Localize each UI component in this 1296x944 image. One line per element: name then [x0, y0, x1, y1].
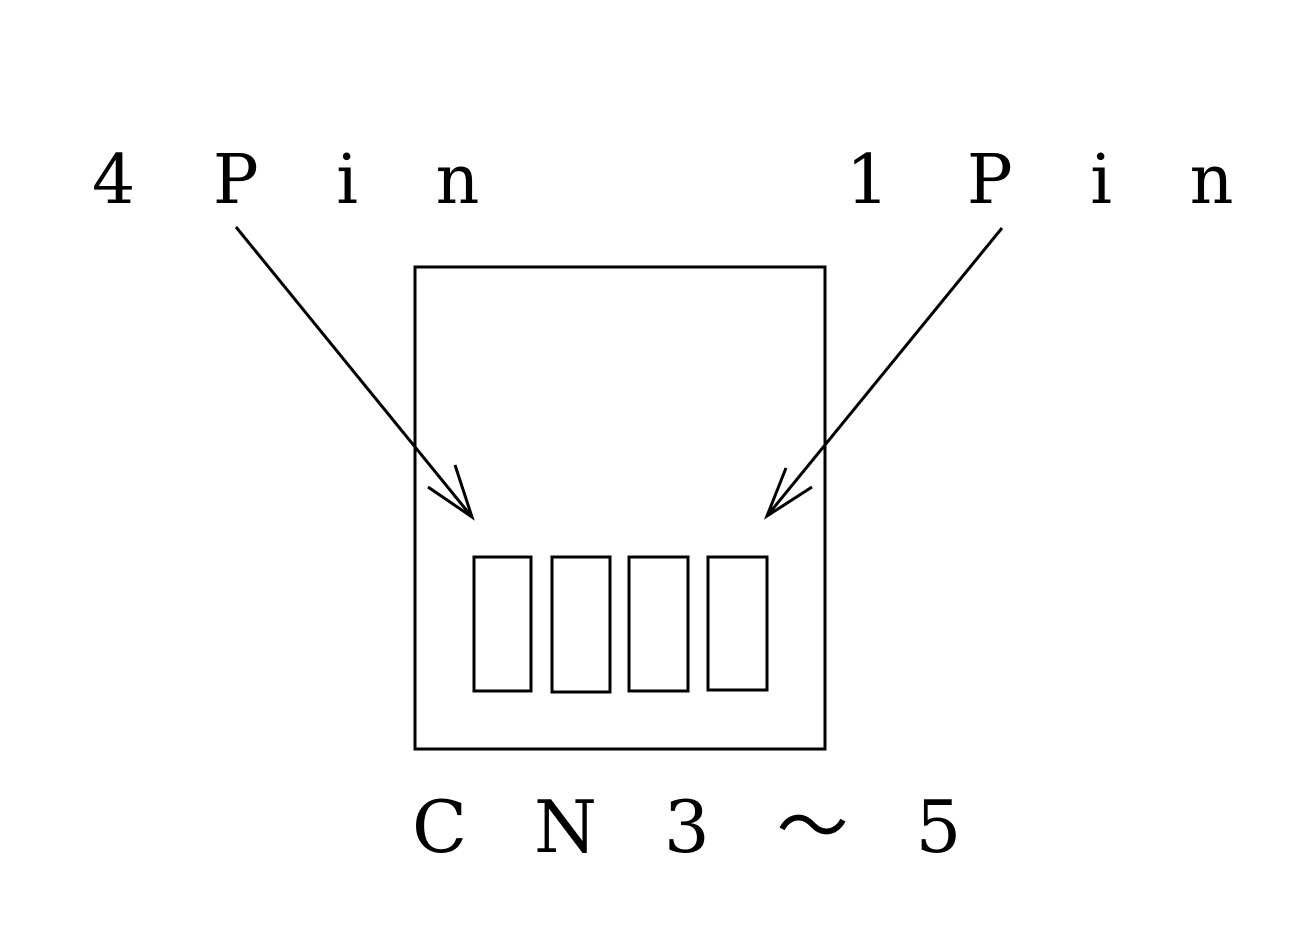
left-pin-label: 4 P i n — [92, 141, 507, 220]
left-arrow-shaft — [234, 226, 474, 518]
right-pin-label: 1 P i n — [846, 141, 1261, 220]
left-pointer-arrow — [234, 226, 475, 521]
pin-slot-group — [472, 555, 769, 694]
right-arrow-shaft — [765, 227, 1004, 517]
pin-slot-3 — [550, 555, 612, 694]
pin-slot-1 — [706, 555, 769, 692]
right-pointer-arrow — [763, 227, 1004, 520]
connector-caption: C N 3 ～ 5 — [412, 785, 983, 869]
right-arrow-head — [763, 467, 813, 520]
pin-slot-2 — [627, 555, 690, 693]
connector-housing — [413, 265, 827, 751]
left-arrow-head — [427, 464, 475, 521]
pin-slot-4 — [472, 555, 533, 693]
